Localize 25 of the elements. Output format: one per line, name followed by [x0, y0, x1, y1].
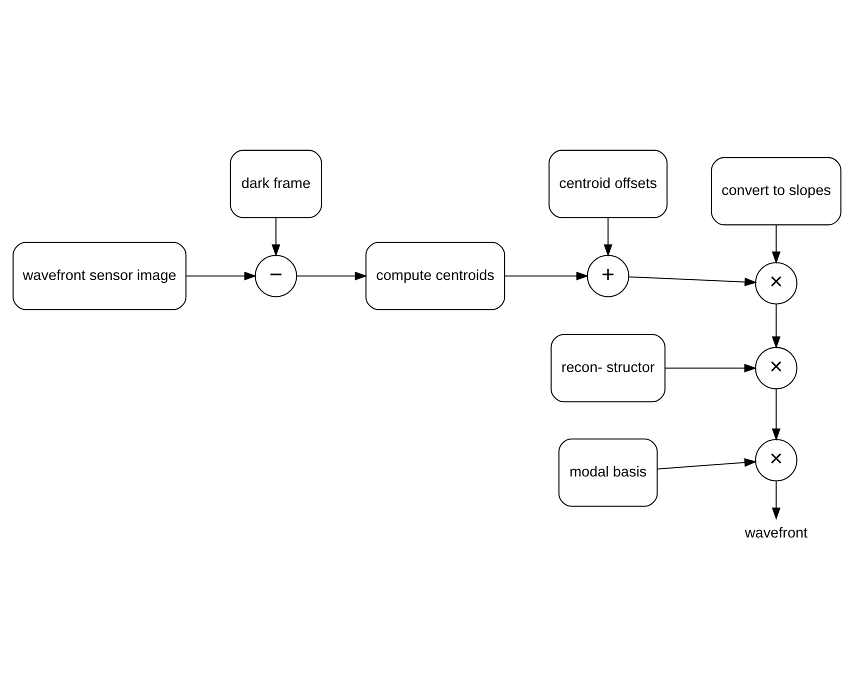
node-circle: × [754, 438, 797, 481]
arrow [504, 271, 588, 280]
arrow [271, 217, 280, 256]
arrow [657, 458, 756, 470]
arrow [186, 271, 256, 280]
node-box: wavefront sensor image [12, 241, 186, 310]
arrow [771, 304, 780, 348]
node-text: wavefront [744, 524, 808, 541]
arrow [628, 276, 757, 286]
node-box: dark frame [229, 149, 322, 218]
node-circle: + [586, 254, 629, 297]
node-box: centroid offsets [548, 149, 668, 218]
node-box: recon- structor [550, 333, 665, 402]
node-box: compute centroids [364, 241, 505, 310]
node-box: convert to slopes [710, 156, 841, 225]
arrow [664, 363, 756, 372]
arrow [771, 388, 780, 440]
node-circle: − [254, 254, 297, 297]
arrow [603, 217, 612, 256]
node-circle: × [754, 262, 797, 304]
arrow [296, 271, 367, 280]
arrow [771, 480, 780, 520]
node-box: modal basis [558, 438, 658, 506]
node-circle: × [754, 346, 797, 389]
arrow [771, 224, 780, 264]
